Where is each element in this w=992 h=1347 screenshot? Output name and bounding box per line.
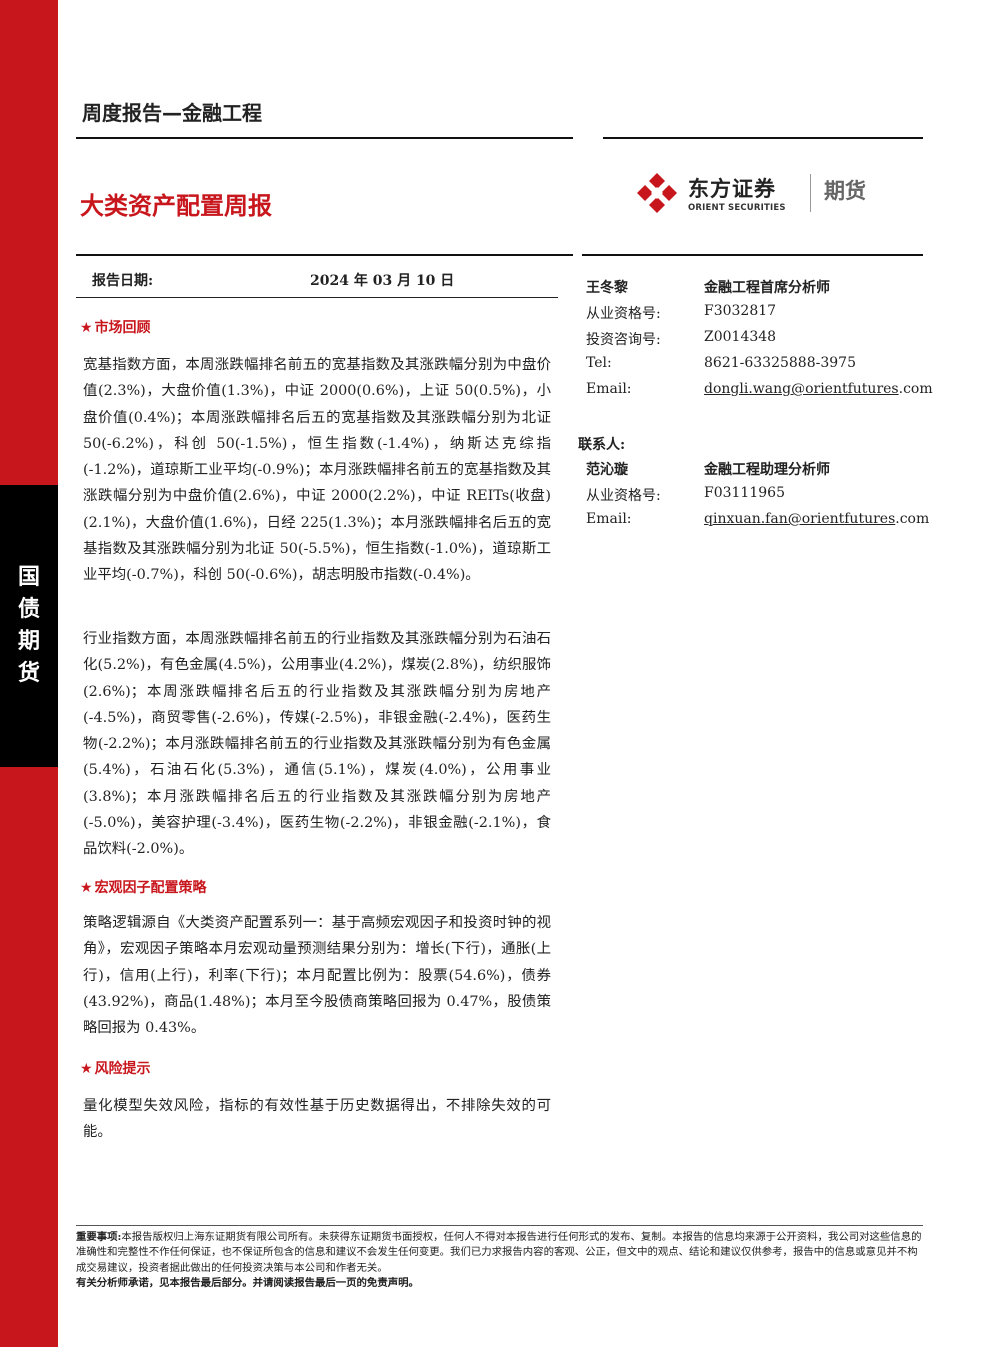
report-type: 周度报告—金融工程 <box>82 101 262 125</box>
orient-logo-icon <box>637 173 677 213</box>
analyst-card: 王冬黎 金融工程首席分析师 从业资格号: F3032817 投资咨询号: Z00… <box>586 273 933 403</box>
analyst-email[interactable]: dongli.wang@orientfutures.com <box>704 381 933 397</box>
field-value: 8621-63325888-3975 <box>704 355 856 371</box>
sidebar-char: 债 <box>17 597 40 622</box>
paragraph-broad-index: 宽基指数方面，本周涨跌幅排名前五的宽基指数及其涨跌幅分别为中盘价值(2.3%)，… <box>83 357 551 584</box>
email-link[interactable]: qinxuan.fan@orientfutures <box>704 511 896 527</box>
field-label: 从业资格号: <box>586 488 661 504</box>
paragraph-risk: 量化模型失效风险，指标的有效性基于历史数据得出，不排除失效的可能。 <box>83 1098 551 1141</box>
field-value: F03111965 <box>704 485 785 501</box>
brand-logo: 东方证券 ORIENT SECURITIES 期货 <box>636 172 896 216</box>
star-icon: ★ <box>80 880 93 896</box>
section-heading-text: 宏观因子配置策略 <box>94 880 207 896</box>
footer-disclaimer: 重要事项:本报告版权归上海东证期货有限公司所有。未获得东证期货书面授权，任何人不… <box>76 1230 928 1291</box>
contact-role: 金融工程助理分析师 <box>704 462 830 478</box>
contact-card: 范沁璇 金融工程助理分析师 从业资格号: F03111965 Email: qi… <box>586 455 929 533</box>
paragraph-industry-index: 行业指数方面，本周涨跌幅排名前五的行业指数及其涨跌幅分别为石油石化(5.2%)，… <box>83 631 551 858</box>
divider <box>810 174 811 212</box>
sidebar-label: 国 债 期 货 <box>0 485 58 767</box>
contact-name: 范沁璇 <box>586 462 628 478</box>
notice-text: 本报告版权归上海东证期货有限公司所有。未获得东证期货书面授权，任何人不得对本报告… <box>76 1231 922 1274</box>
notice-label: 重要事项: <box>76 1231 122 1243</box>
report-date-label: 报告日期: <box>92 273 154 289</box>
section-heading-macro-strategy: ★宏观因子配置策略 <box>80 877 207 897</box>
sidebar-char: 货 <box>17 661 40 686</box>
section-heading-market-review: ★市场回顾 <box>80 317 151 337</box>
field-value: Z0014348 <box>704 329 777 345</box>
sidebar-char: 期 <box>17 629 40 654</box>
divider <box>582 254 923 256</box>
email-label: Email: <box>586 381 632 397</box>
report-date-row: 报告日期: 2024 年 03 月 10 日 <box>76 262 558 298</box>
field-value: F3032817 <box>704 303 777 319</box>
divider <box>76 254 573 256</box>
analyst-commitment: 有关分析师承诺，见本报告最后部分。并请阅读报告最后一页的免责声明。 <box>76 1276 419 1289</box>
section-heading-text: 市场回顾 <box>94 320 151 336</box>
email-tld: .com <box>898 381 933 397</box>
analyst-role: 金融工程首席分析师 <box>704 280 830 296</box>
email-tld: .com <box>895 511 930 527</box>
brand-division: 期货 <box>824 179 866 203</box>
email-link[interactable]: dongli.wang@orientfutures <box>704 381 899 397</box>
contact-email[interactable]: qinxuan.fan@orientfutures.com <box>704 511 929 527</box>
star-icon: ★ <box>80 320 93 336</box>
section-heading-text: 风险提示 <box>94 1061 151 1077</box>
divider <box>603 137 923 139</box>
brand-name-cn: 东方证券 <box>688 177 776 201</box>
paragraph-macro-strategy: 策略逻辑源自《大类资产配置系列一：基于高频宏观因子和投资时钟的视角》，宏观因子策… <box>83 915 551 1037</box>
report-date-value: 2024 年 03 月 10 日 <box>310 273 455 289</box>
contact-heading: 联系人: <box>578 437 626 453</box>
star-icon: ★ <box>80 1061 93 1077</box>
sidebar-char: 国 <box>17 565 40 590</box>
field-label: Tel: <box>586 355 612 371</box>
field-label: 从业资格号: <box>586 306 661 322</box>
divider <box>76 137 573 139</box>
email-label: Email: <box>586 511 632 527</box>
analyst-name: 王冬黎 <box>586 280 628 296</box>
divider <box>76 1225 923 1226</box>
page-title: 大类资产配置周报 <box>80 192 272 220</box>
section-heading-risk: ★风险提示 <box>80 1058 151 1078</box>
field-label: 投资咨询号: <box>586 332 661 348</box>
brand-name-en: ORIENT SECURITIES <box>688 203 786 213</box>
